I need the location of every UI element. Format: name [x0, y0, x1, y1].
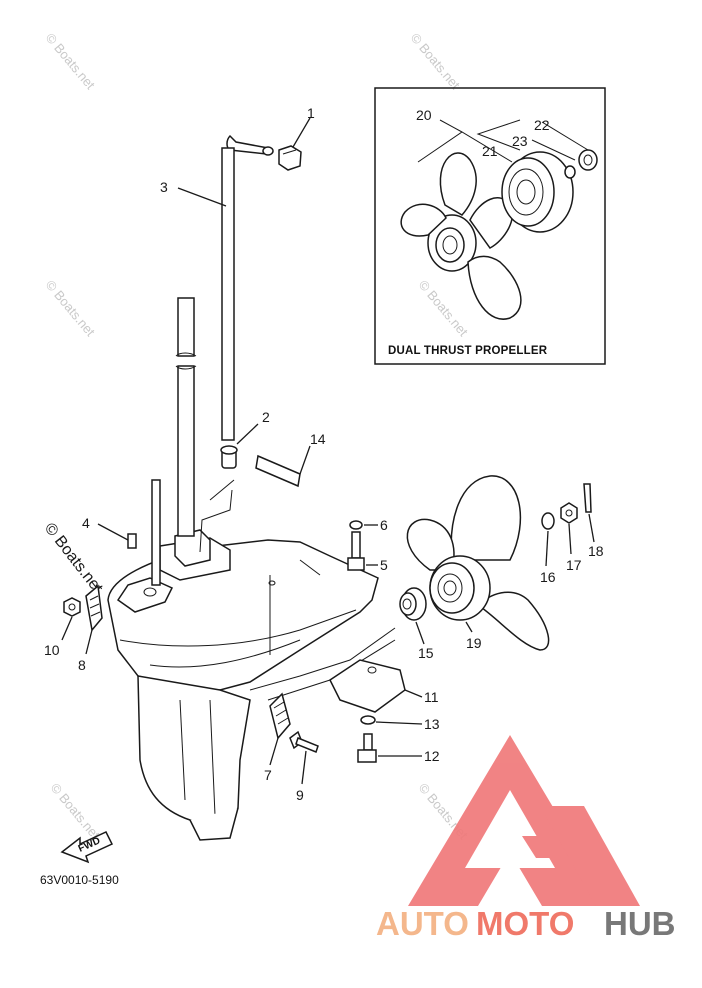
part-1-grommet	[278, 145, 302, 171]
callout-10: 10	[44, 642, 60, 658]
watermark-text: © Boats.net	[43, 30, 99, 92]
part-11-anode	[329, 659, 406, 713]
callout-2: 2	[262, 409, 270, 425]
part-7-bracket	[269, 692, 291, 740]
inset-title: DUAL THRUST PROPELLER	[388, 345, 548, 357]
callout-22: 22	[534, 117, 550, 133]
callout-20: 20	[416, 107, 432, 123]
part-15-spacer	[399, 587, 427, 621]
part-14-strip	[255, 454, 301, 488]
callout-5: 5	[380, 557, 388, 573]
part-5-bolt	[347, 531, 365, 571]
callout-15: 15	[418, 645, 434, 661]
watermark-text: © Boats.net	[416, 277, 472, 339]
callout-23: 23	[512, 133, 528, 149]
part-19-propeller	[406, 475, 550, 651]
callout-9: 9	[296, 787, 304, 803]
part-13-washer	[360, 715, 376, 725]
callout-13: 13	[424, 716, 440, 732]
part-17-nut	[560, 502, 578, 524]
callout-21: 21	[482, 143, 498, 159]
part-18-cotter-pin	[583, 483, 592, 513]
part-8-bracket	[85, 584, 103, 632]
part-4-pin	[127, 533, 137, 549]
callout-8: 8	[78, 657, 86, 673]
part-16-washer	[541, 512, 555, 530]
lower-unit-housing	[107, 297, 396, 841]
brand-logo: AUTO MOTO HUB	[376, 735, 676, 942]
dual-thrust-inset: DUAL THRUST PROPELLER	[374, 87, 606, 365]
callout-7: 7	[264, 767, 272, 783]
callout-numbers: 1 2 3 4 5 6 7 8 9 10 11 12 13 14 15 16 1…	[44, 105, 604, 803]
brand-word-moto: MOTO	[476, 905, 574, 942]
callout-3: 3	[160, 179, 168, 195]
callout-4: 4	[82, 515, 90, 531]
diagram-code: 63V0010-5190	[40, 873, 119, 887]
brand-word-auto: AUTO	[376, 905, 469, 942]
callout-16: 16	[540, 569, 556, 585]
brand-word-hub: HUB	[604, 905, 676, 942]
callout-11: 11	[424, 689, 439, 705]
callout-18: 18	[588, 543, 604, 559]
callout-14: 14	[310, 431, 326, 447]
part-10-nut	[63, 597, 81, 617]
callout-19: 19	[466, 635, 482, 651]
side-watermark: © Boats.net	[41, 520, 106, 597]
part-12-bolt	[357, 733, 377, 763]
part-9-bolt	[289, 730, 319, 753]
leader-lines	[61, 117, 595, 785]
callout-12: 12	[424, 748, 440, 764]
watermark-text: © Boats.net	[48, 780, 104, 842]
part-2-plug	[220, 445, 238, 469]
part-6-washer	[349, 520, 363, 530]
part-3-tube	[221, 134, 274, 441]
callout-6: 6	[380, 517, 388, 533]
watermark-text: © Boats.net	[43, 277, 99, 339]
callout-17: 17	[566, 557, 582, 573]
watermark-text: © Boats.net	[408, 30, 464, 92]
callout-1: 1	[307, 105, 315, 121]
